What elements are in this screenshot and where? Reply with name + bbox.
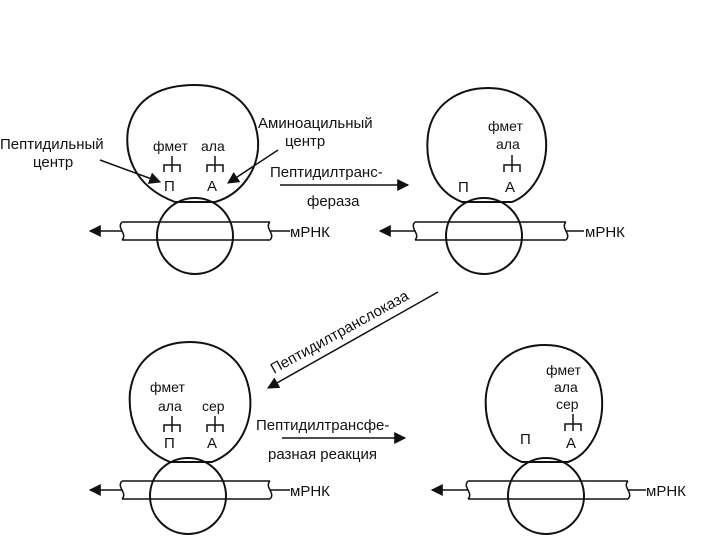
aminoacyl-center-label-line2: центр [285, 133, 325, 150]
a-site-label: А [207, 178, 217, 195]
reaction-step: Пептидилтрансфе- разная реакция [256, 417, 407, 463]
transferase-label-line1: Пептидилтранс- [270, 164, 383, 181]
panel-1: мРНК фмет ала П А Пептидильный центр Ами… [0, 83, 373, 275]
trna-ala: ала [554, 379, 578, 395]
trna-ser: сер [202, 398, 225, 414]
reaction-label-line2: разная реакция [268, 446, 377, 463]
a-site-bracket [206, 416, 224, 432]
trna-ala: ала [201, 138, 225, 154]
p-site-bracket [163, 416, 181, 432]
p-site-label: П [520, 431, 531, 448]
mrna-strand [465, 480, 631, 500]
p-site-label: П [458, 179, 469, 196]
p-site-bracket [163, 156, 181, 172]
peptidyl-center-pointer [99, 159, 162, 184]
trna-ala: ала [496, 136, 520, 152]
transferase-label-line2: фераза [307, 193, 360, 210]
a-site-bracket [564, 414, 582, 431]
peptidyl-center-label-line1: Пептидильный [0, 136, 104, 153]
large-subunit [484, 343, 604, 463]
a-site-label: А [207, 435, 217, 452]
transferase-step: Пептидилтранс- фераза [270, 164, 410, 210]
trna-fmet: фмет [488, 118, 523, 134]
trna-ala: ала [158, 398, 182, 414]
p-site-label: П [164, 435, 175, 452]
aminoacyl-center-pointer [226, 149, 279, 184]
p-site-label: П [164, 178, 175, 195]
a-site-bracket [503, 155, 521, 172]
panel-4: мРНК фмет ала сер П А [430, 343, 686, 535]
peptidyl-center-label-line2: центр [33, 154, 73, 171]
reaction-label-line1: Пептидилтрансфе- [256, 417, 389, 434]
small-subunit [507, 457, 585, 535]
trna-fmet: фмет [150, 379, 185, 395]
small-subunit [445, 197, 523, 275]
small-subunit [156, 197, 234, 275]
aminoacyl-center-label-line1: Аминоацильный [258, 115, 373, 132]
mrna-strand [119, 480, 273, 500]
panel-2: мРНК фмет ала П А [378, 86, 625, 275]
a-site-label: А [505, 179, 515, 196]
small-subunit [149, 457, 227, 535]
translocase-label: Пептидилтранслоказа [268, 287, 413, 377]
translocase-step: Пептидилтранслоказа [266, 287, 439, 389]
a-site-label: А [566, 435, 576, 452]
mrna-label: мРНК [646, 483, 686, 500]
large-subunit [128, 340, 252, 463]
mrna-strand [412, 221, 569, 241]
mrna-strand [119, 221, 273, 241]
panel-3: мРНК фмет ала сер П А [88, 340, 330, 535]
a-site-bracket [206, 156, 224, 172]
mrna-label: мРНК [290, 224, 330, 241]
trna-fmet: фмет [546, 362, 581, 378]
translocase-arrow [266, 291, 439, 389]
mrna-label: мРНК [585, 224, 625, 241]
large-subunit [126, 83, 260, 203]
trna-fmet: фмет [153, 138, 188, 154]
trna-ser: сер [556, 396, 579, 412]
mrna-label: мРНК [290, 483, 330, 500]
large-subunit [426, 86, 548, 203]
